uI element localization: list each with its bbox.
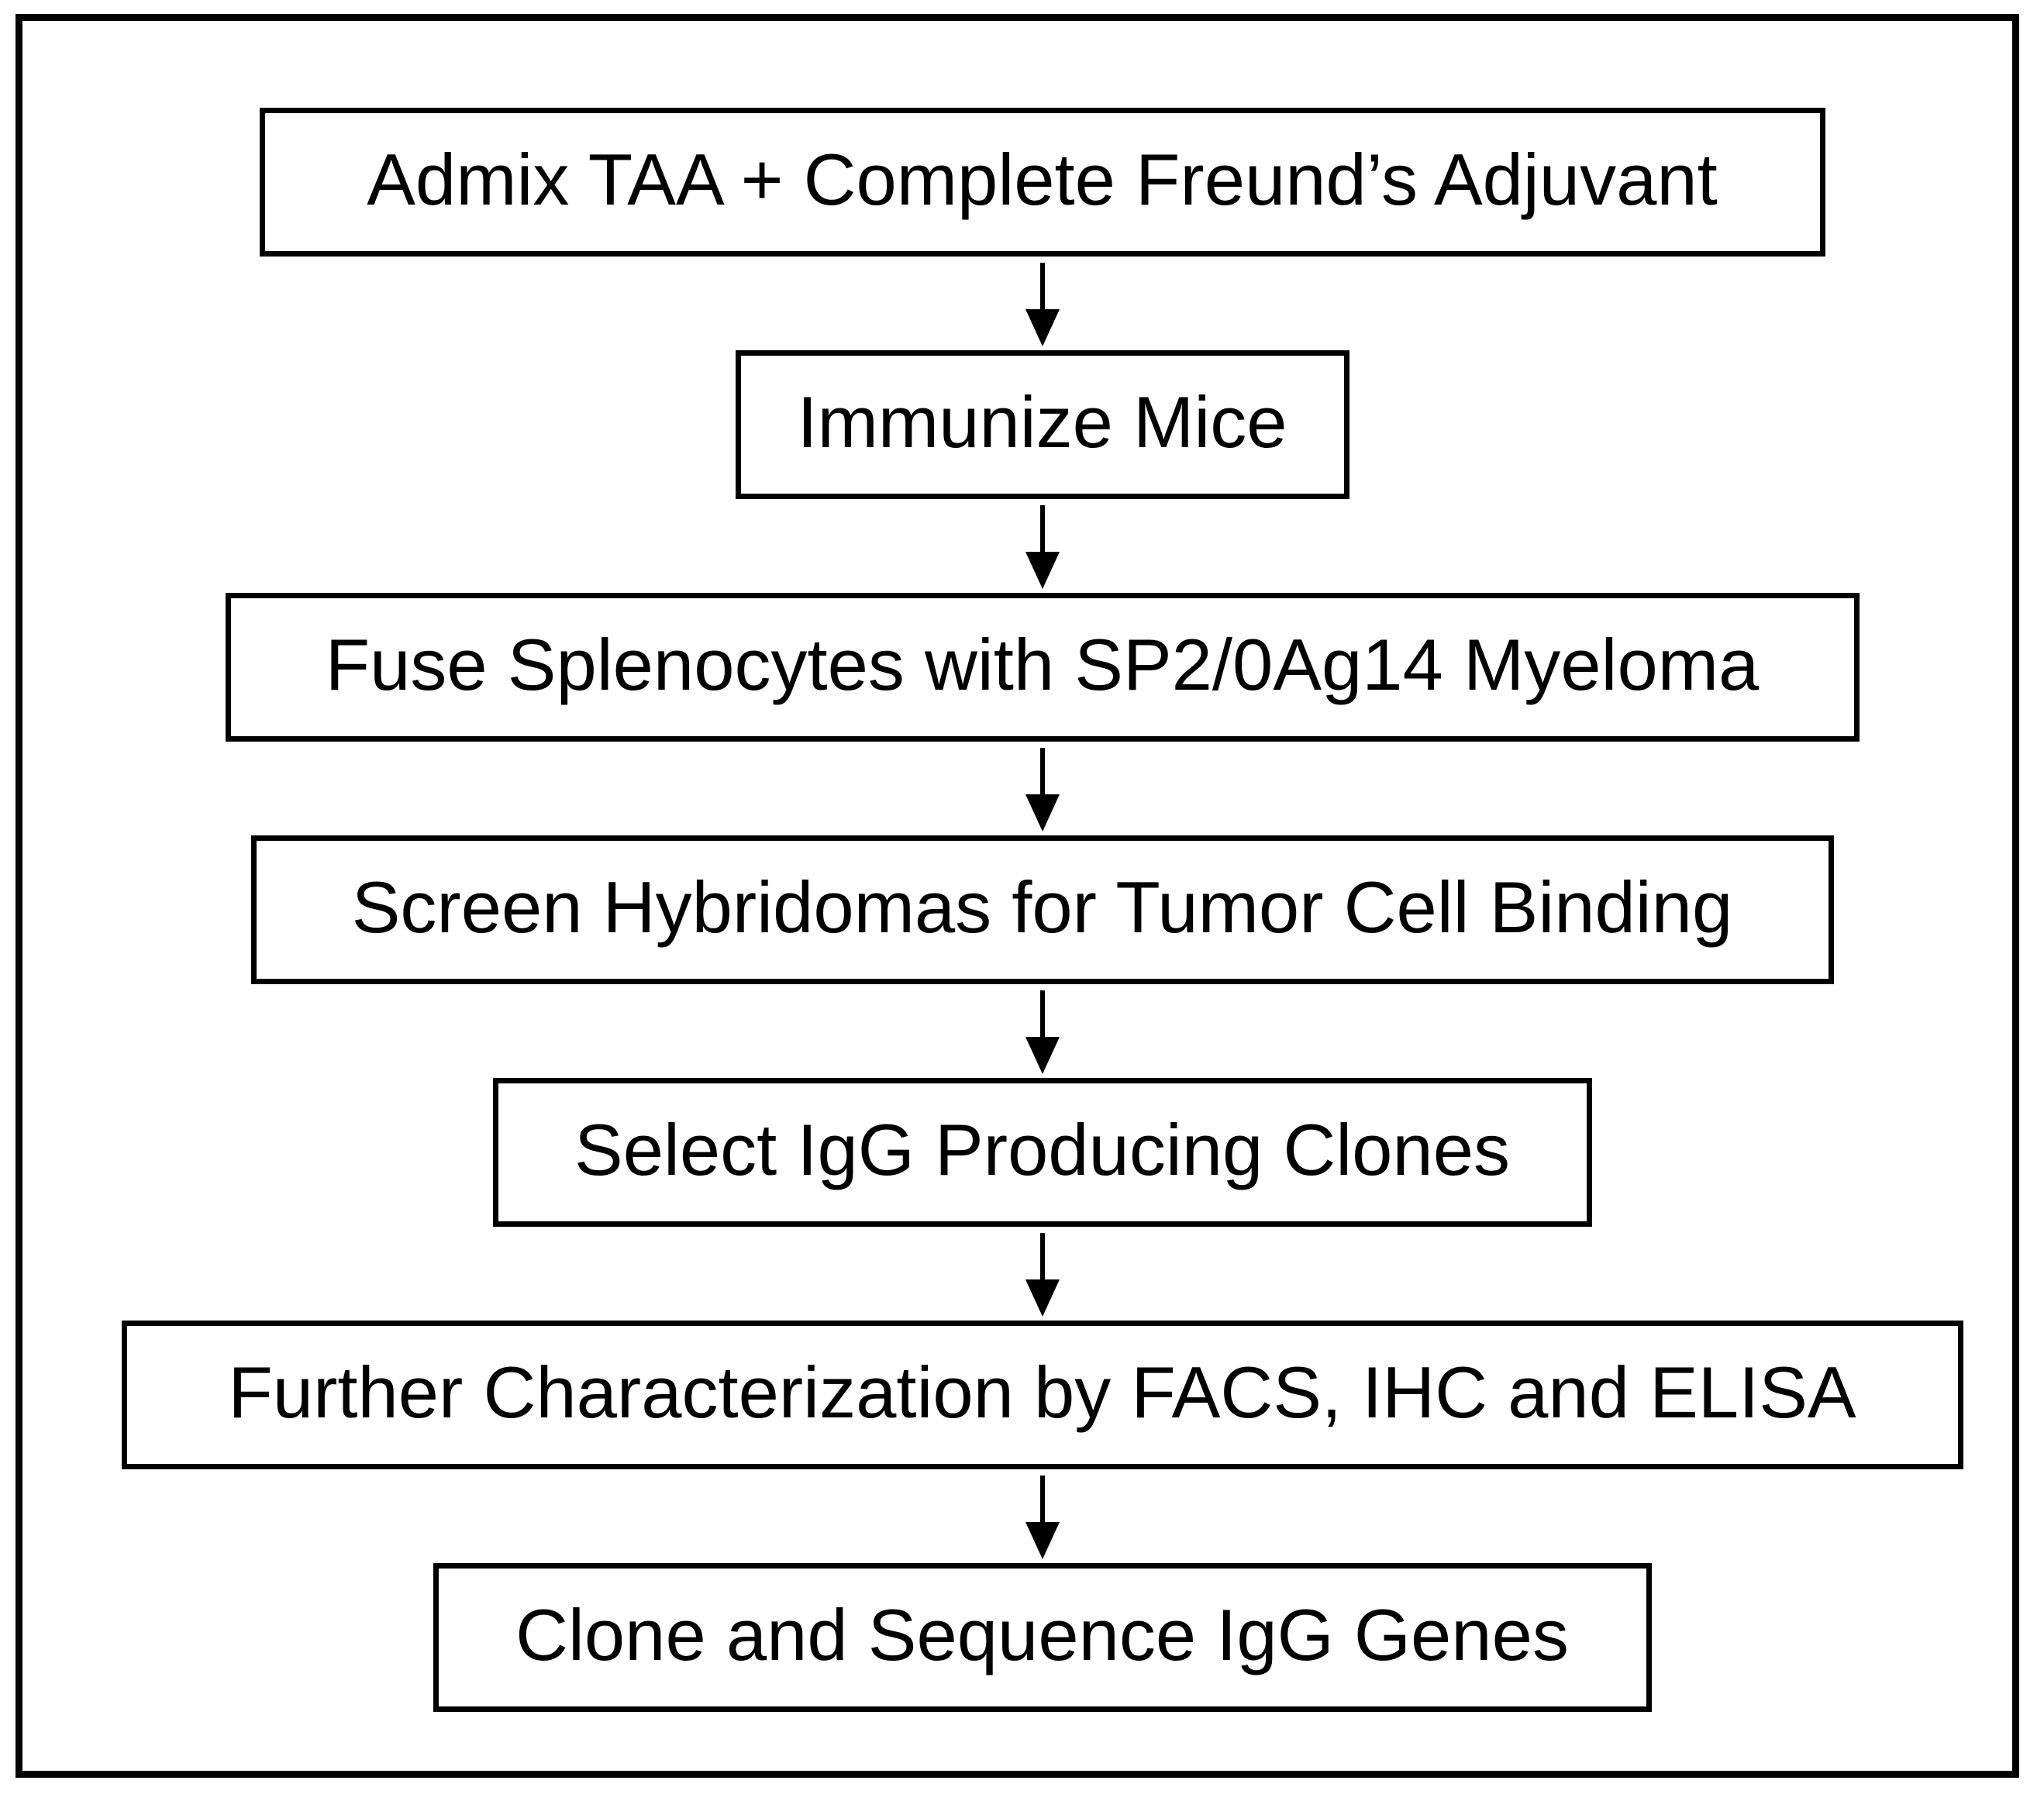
diagram-outer-frame: Admix TAA + Complete Freund’s Adjuvant I… [16, 14, 2019, 1778]
step-1-box: Admix TAA + Complete Freund’s Adjuvant [259, 108, 1825, 257]
arrow-down-icon [1022, 984, 1063, 1078]
step-6-box: Further Characterization by FACS, IHC an… [121, 1321, 1963, 1469]
arrow-down-icon [1022, 499, 1063, 593]
step-3-box: Fuse Splenocytes with SP2/0Ag14 Myeloma [225, 593, 1860, 742]
step-3-label: Fuse Splenocytes with SP2/0Ag14 Myeloma [325, 624, 1760, 705]
arrow-down-icon [1022, 1227, 1063, 1321]
step-7-label: Clone and Sequence IgG Genes [515, 1594, 1569, 1675]
step-5-label: Select IgG Producing Clones [574, 1109, 1510, 1190]
arrow-down-icon [1022, 742, 1063, 835]
step-6-label: Further Characterization by FACS, IHC an… [228, 1352, 1856, 1433]
step-5-box: Select IgG Producing Clones [492, 1078, 1592, 1227]
arrow-down-icon [1022, 1469, 1063, 1563]
step-2-box: Immunize Mice [735, 350, 1349, 499]
arrow-down-icon [1022, 257, 1063, 350]
step-2-label: Immunize Mice [797, 381, 1287, 463]
flowchart-column: Admix TAA + Complete Freund’s Adjuvant I… [22, 21, 2012, 1771]
step-7-box: Clone and Sequence IgG Genes [433, 1563, 1652, 1712]
step-1-label: Admix TAA + Complete Freund’s Adjuvant [367, 139, 1718, 220]
step-4-label: Screen Hybridomas for Tumor Cell Binding [351, 866, 1733, 948]
step-4-box: Screen Hybridomas for Tumor Cell Binding [250, 835, 1834, 984]
